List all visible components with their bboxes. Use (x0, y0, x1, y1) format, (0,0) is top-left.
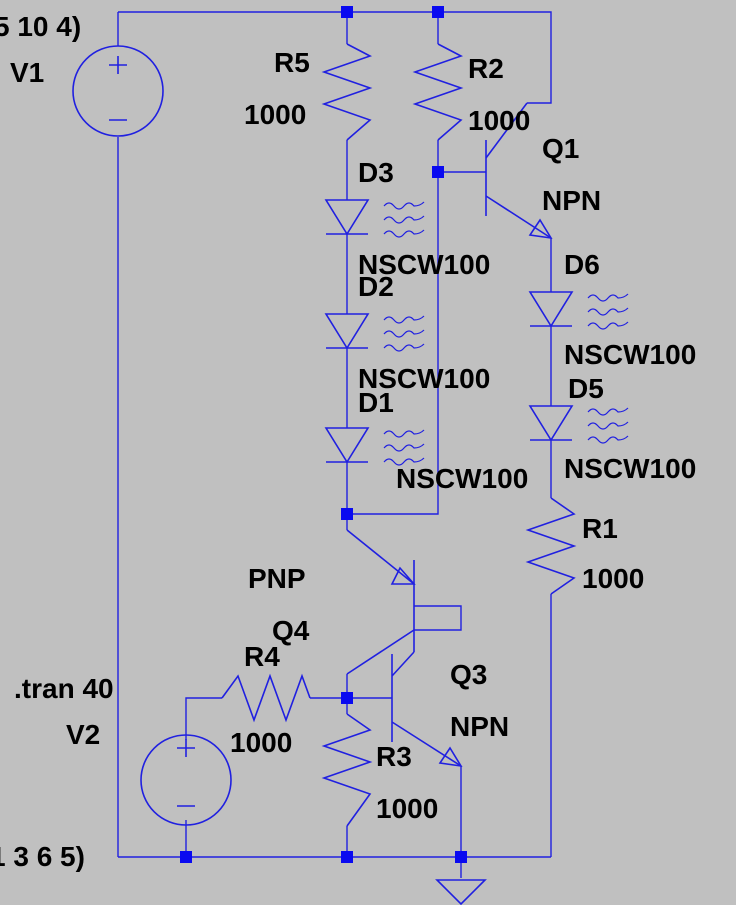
r2-name-label: R2 (468, 53, 504, 84)
d3-model-label: NSCW100 (358, 249, 490, 280)
d6-name-label: D6 (564, 249, 600, 280)
v1-name-label: V1 (10, 57, 44, 88)
r5-name-label: R5 (274, 47, 310, 78)
v1-spec-label: 5 10 4) (0, 11, 81, 42)
resistor-r3 (321, 713, 373, 827)
r1-value-label: 1000 (582, 563, 644, 594)
d2-name-label: D2 (358, 271, 394, 302)
voltage-source-v1 (72, 45, 164, 137)
q1-name-label: Q1 (542, 133, 579, 164)
resistor-r4 (221, 673, 311, 723)
bottom-edge (0, 905, 736, 909)
r3-value-label: 1000 (376, 793, 438, 824)
d1-name-label: D1 (358, 387, 394, 418)
led-d3 (324, 199, 425, 238)
r4-value-label: 1000 (230, 727, 292, 758)
tran-directive-label: .tran 40 (14, 673, 114, 704)
labels: 5 10 4) V1 R5 1000 R2 1000 Q1 NPN D3 NSC… (0, 11, 696, 872)
voltage-source-v2 (140, 734, 232, 826)
r1-name-label: R1 (582, 513, 618, 544)
r3-name-label: R3 (376, 741, 412, 772)
q4-type-label: PNP (248, 563, 306, 594)
ground-symbol (435, 879, 487, 906)
transistor-q1 (485, 102, 553, 240)
junction-nodes (180, 6, 467, 863)
d2-model-label: NSCW100 (358, 363, 490, 394)
led-d1 (324, 427, 425, 466)
d6-model-label: NSCW100 (564, 339, 696, 370)
d5-name-label: D5 (568, 373, 604, 404)
resistor-r2 (412, 43, 464, 141)
transistor-q4 (346, 529, 416, 675)
transistor-q3 (391, 651, 463, 768)
q4-name-label: Q4 (272, 615, 310, 646)
v2-name-label: V2 (66, 719, 100, 750)
v2-spec-label: 1 3 6 5) (0, 841, 85, 872)
q3-type-label: NPN (450, 711, 509, 742)
d5-model-label: NSCW100 (564, 453, 696, 484)
resistor-r1 (525, 497, 577, 595)
led-d6 (528, 291, 629, 330)
led-d5 (528, 405, 629, 444)
q3-name-label: Q3 (450, 659, 487, 690)
d1-model-label: NSCW100 (396, 463, 528, 494)
d3-name-label: D3 (358, 157, 394, 188)
q1-type-label: NPN (542, 185, 601, 216)
resistor-r5 (321, 43, 373, 141)
led-d2 (324, 313, 425, 352)
r4-name-label: R4 (244, 641, 280, 672)
r2-value-label: 1000 (468, 105, 530, 136)
r5-value-label: 1000 (244, 99, 306, 130)
